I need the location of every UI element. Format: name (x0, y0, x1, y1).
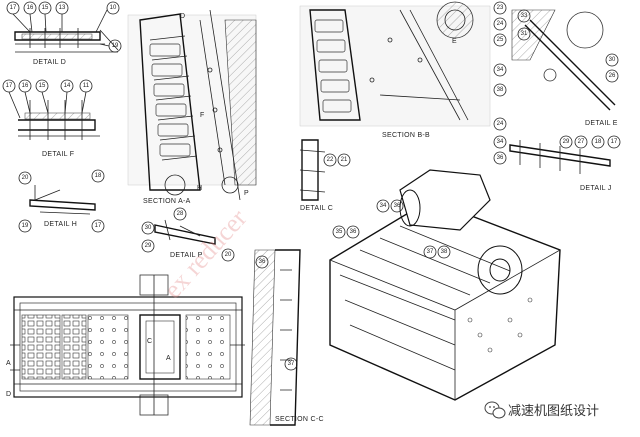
isometric-view: 34 36 35 36 37 38 (329, 169, 561, 401)
svg-text:14: 14 (64, 83, 71, 89)
balloon-group-section-cc: 36 37 (255, 255, 298, 371)
svg-text:20: 20 (22, 175, 29, 181)
detail-p-label: DETAIL P (170, 252, 203, 259)
svg-text:19: 19 (112, 43, 119, 49)
detail-e-view: 33 31 30 26 34 38 24 DETAIL E (493, 9, 619, 131)
section-aa-view: D F H P SECTION A-A (127, 9, 257, 205)
detail-e-label: DETAIL E (585, 120, 618, 127)
detail-h-view: 20 18 19 17 DETAIL H (18, 169, 105, 233)
svg-text:28: 28 (177, 211, 184, 217)
section-aa-label: SECTION A-A (143, 198, 191, 205)
svg-text:15: 15 (39, 83, 46, 89)
detail-c-view: 22 21 DETAIL C (299, 139, 351, 212)
svg-text:16: 16 (27, 5, 34, 11)
svg-text:19: 19 (22, 223, 29, 229)
svg-text:20: 20 (225, 252, 232, 258)
detail-f-label: DETAIL F (42, 151, 74, 158)
brand-badge: 减速机图纸设计 (484, 401, 599, 419)
section-cc-view: 36 37 SECTION C-C (249, 249, 324, 426)
balloon-group-detail-f: 17 16 15 14 11 (2, 79, 93, 119)
section-bb-label: SECTION B-B (382, 132, 430, 139)
svg-text:17: 17 (6, 83, 13, 89)
detail-j-view: 34 36 29 27 18 17 DETAIL J (493, 135, 621, 192)
svg-text:29: 29 (563, 139, 570, 145)
svg-text:27: 27 (578, 139, 585, 145)
svg-text:36: 36 (394, 203, 401, 209)
detail-d-view: 17 16 15 13 10 19 DETAIL D (6, 1, 122, 66)
svg-text:36: 36 (350, 229, 357, 235)
balloon-group-detail-j: 34 36 29 27 18 17 (493, 135, 621, 165)
balloon-group-detail-d: 17 16 15 13 10 19 (6, 1, 122, 53)
view-letter-f: F (200, 112, 205, 119)
svg-text:38: 38 (441, 249, 448, 255)
view-letter-d: D (180, 13, 185, 20)
svg-text:34: 34 (380, 203, 387, 209)
svg-text:30: 30 (609, 57, 616, 63)
detail-h-label: DETAIL H (44, 221, 77, 228)
svg-text:13: 13 (59, 5, 66, 11)
svg-text:30: 30 (145, 225, 152, 231)
svg-text:37: 37 (288, 361, 295, 367)
view-letter-a-left: A (6, 360, 11, 367)
section-bb-view: E 23 24 25 SECTION B-B (299, 1, 507, 139)
view-letter-a-center: A (166, 355, 171, 362)
plan-view: A A C D (6, 274, 245, 416)
balloon-group-iso: 34 36 35 36 37 38 (332, 199, 451, 259)
svg-text:11: 11 (83, 83, 90, 89)
balloon-group-detail-h: 20 18 19 17 (18, 169, 105, 233)
detail-p-view: 30 29 28 20 DETAIL P (141, 207, 235, 262)
svg-text:15: 15 (42, 5, 49, 11)
detail-c-label: DETAIL C (300, 205, 333, 212)
detail-f-view: 17 16 15 14 11 DETAIL F (2, 79, 100, 158)
brand-text: 减速机图纸设计 (508, 404, 599, 419)
svg-text:17: 17 (95, 223, 102, 229)
svg-text:33: 33 (521, 13, 528, 19)
svg-text:10: 10 (110, 5, 117, 11)
balloon-group-detail-p: 30 29 28 20 (141, 207, 235, 262)
section-cc-label: SECTION C-C (275, 416, 324, 423)
svg-text:16: 16 (22, 83, 29, 89)
svg-text:22: 22 (327, 157, 334, 163)
svg-text:23: 23 (497, 5, 504, 11)
view-letter-h: H (197, 185, 202, 192)
view-letter-c: C (147, 338, 152, 345)
view-letter-e: E (452, 38, 457, 45)
svg-text:38: 38 (497, 87, 504, 93)
svg-text:21: 21 (341, 157, 348, 163)
svg-text:24: 24 (497, 21, 504, 27)
svg-text:31: 31 (521, 31, 528, 37)
balloon-group-section-bb: 23 24 25 (493, 1, 507, 47)
balloon-group-detail-e: 33 31 30 26 34 38 24 (493, 9, 619, 131)
svg-text:26: 26 (609, 73, 616, 79)
svg-text:35: 35 (336, 229, 343, 235)
svg-text:34: 34 (497, 67, 504, 73)
balloon-group-detail-c: 22 21 (323, 153, 351, 167)
svg-text:24: 24 (497, 121, 504, 127)
svg-text:34: 34 (497, 139, 504, 145)
svg-text:17: 17 (611, 139, 618, 145)
svg-text:25: 25 (497, 37, 504, 43)
detail-j-label: DETAIL J (580, 185, 612, 192)
svg-text:18: 18 (95, 173, 102, 179)
view-letter-d-plan: D (6, 391, 11, 398)
svg-text:17: 17 (10, 5, 17, 11)
view-letter-p: P (244, 190, 249, 197)
svg-text:36: 36 (259, 259, 266, 265)
svg-text:36: 36 (497, 155, 504, 161)
detail-d-label: DETAIL D (33, 59, 66, 66)
wechat-icon (484, 401, 506, 419)
svg-text:37: 37 (427, 249, 434, 255)
svg-text:18: 18 (595, 139, 602, 145)
svg-text:29: 29 (145, 243, 152, 249)
